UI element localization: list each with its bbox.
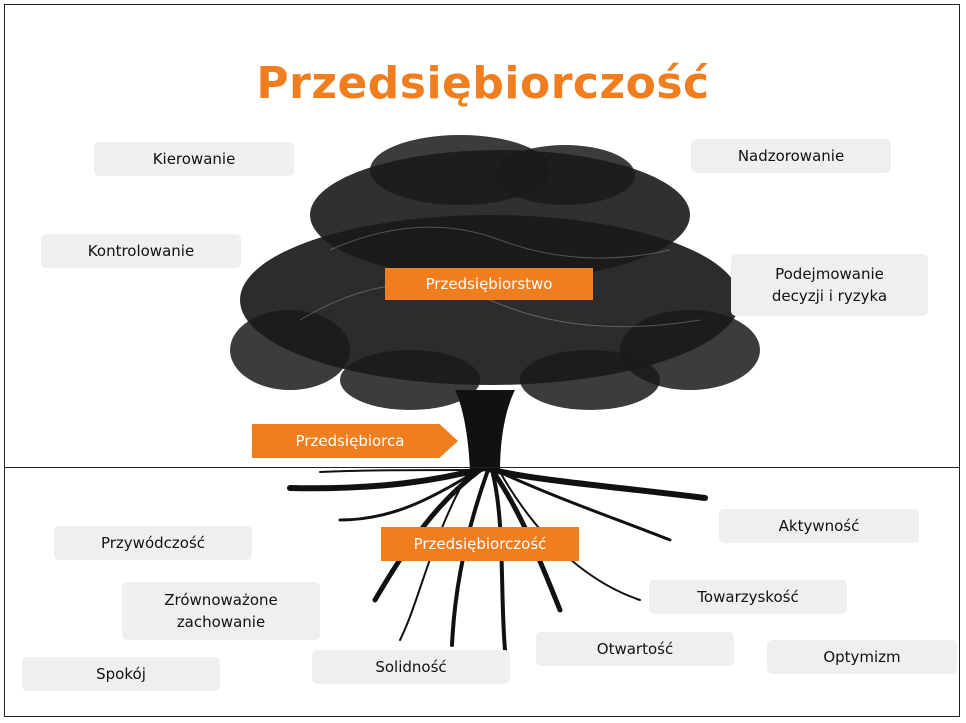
slide-frame xyxy=(4,4,960,717)
label-otwartosc: Otwartość xyxy=(536,632,734,666)
label-zrownowazone: Zrównoważone zachowanie xyxy=(122,582,320,640)
label-kierowanie: Kierowanie xyxy=(94,142,294,176)
label-przedsiebiorca: Przedsiębiorca xyxy=(252,424,458,458)
page-title: Przedsiębiorczość xyxy=(256,58,710,109)
label-spokoj: Spokój xyxy=(22,657,220,691)
label-przywodczosc: Przywódczość xyxy=(54,526,252,560)
label-optymizm: Optymizm xyxy=(767,640,957,674)
label-nadzorowanie: Nadzorowanie xyxy=(691,139,891,173)
label-towarzyskosc: Towarzyskość xyxy=(649,580,847,614)
ground-line xyxy=(5,467,959,468)
label-podejmowanie: Podejmowanie decyzji i ryzyka xyxy=(731,254,928,316)
label-kontrolowanie: Kontrolowanie xyxy=(41,234,241,268)
label-solidnosc: Solidność xyxy=(312,650,510,684)
label-przedsiebiorstwo: Przedsiębiorstwo xyxy=(385,268,593,300)
label-przedsiebiorczosc-root: Przedsiębiorczość xyxy=(381,527,579,561)
label-aktywnosc: Aktywność xyxy=(719,509,919,543)
